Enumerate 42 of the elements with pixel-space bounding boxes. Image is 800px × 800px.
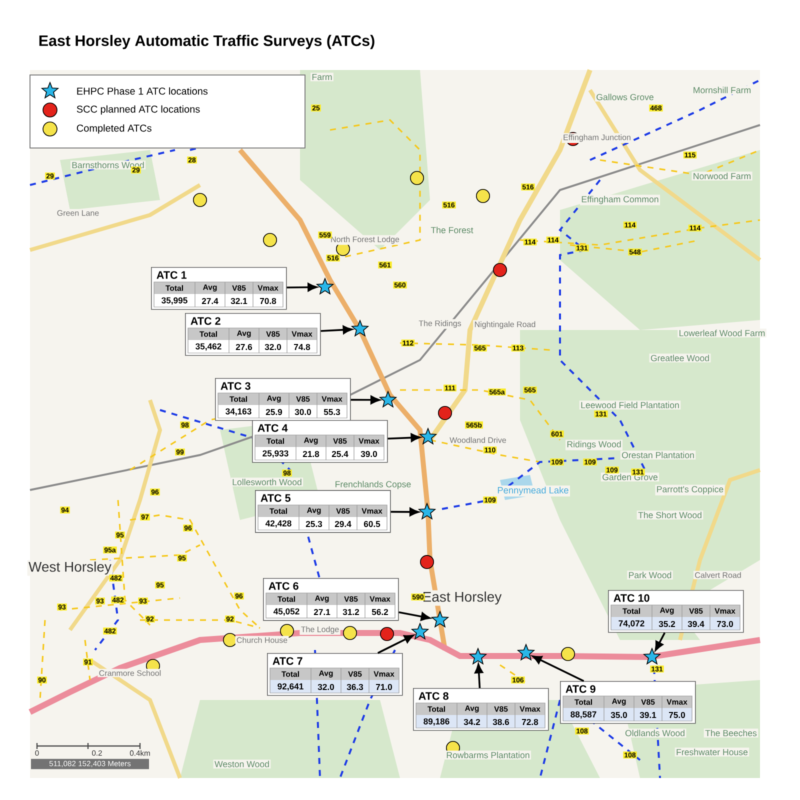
place-name: Orestan Plantation bbox=[620, 450, 696, 460]
place-name: Leewood Field Plantation bbox=[579, 400, 681, 410]
town-name: West Horsley bbox=[27, 560, 113, 576]
place-name: Parrott's Coppice bbox=[655, 484, 725, 496]
legend-text: EHPC Phase 1 ATC locations bbox=[77, 87, 208, 95]
arrow bbox=[377, 634, 414, 654]
place-name: Oldlands Wood bbox=[624, 728, 686, 738]
place-name: The Forest bbox=[430, 226, 474, 234]
arrow bbox=[390, 508, 419, 516]
diagram-title: East Horsley Automatic Traffic Surveys (ATCs) bbox=[39, 34, 374, 50]
place-name: Greatlee Wood bbox=[649, 354, 711, 362]
place-name: The Short Wood bbox=[636, 510, 704, 520]
place-name: Norwood Farm bbox=[692, 172, 752, 180]
place-name: Effingham Common bbox=[580, 194, 660, 206]
arrow bbox=[350, 396, 380, 404]
arrow bbox=[286, 282, 318, 292]
place-name: Park Wood bbox=[627, 570, 673, 580]
arrow bbox=[654, 632, 666, 651]
arrow bbox=[532, 656, 584, 682]
legend-text: SCC planned ATC locations bbox=[76, 105, 200, 115]
place-name: Gallows Grove bbox=[594, 92, 656, 102]
legend-text: Completed ATCs bbox=[76, 124, 152, 134]
arrow bbox=[474, 664, 484, 688]
street-name: The Ridings bbox=[417, 319, 463, 329]
place-name: Ridings Wood bbox=[566, 440, 623, 450]
place-name: Pennymead Lake bbox=[496, 486, 570, 496]
place-name: Freshwater House bbox=[674, 748, 750, 756]
place-name: Farm bbox=[310, 72, 334, 82]
street-name: The Lodge bbox=[300, 625, 340, 635]
place-name: Rowbarms Plantation bbox=[444, 750, 532, 760]
arrow bbox=[398, 611, 430, 621]
arrow bbox=[320, 326, 352, 334]
place-name: Lollesworth Wood bbox=[230, 478, 304, 486]
place-name: Lowerleaf Wood Farm bbox=[678, 328, 766, 338]
arrow bbox=[388, 433, 420, 442]
street-name: Effingham Junction bbox=[562, 133, 632, 143]
place-name: Mornshill Farm bbox=[692, 86, 752, 94]
place-name: The Beeches bbox=[704, 728, 758, 738]
street-name: North Forest Lodge bbox=[329, 235, 401, 245]
place-name: Weston Wood bbox=[213, 760, 271, 768]
street-name: Nightingale Road bbox=[473, 320, 537, 330]
place-name: Frenchlands Copse bbox=[334, 480, 412, 490]
